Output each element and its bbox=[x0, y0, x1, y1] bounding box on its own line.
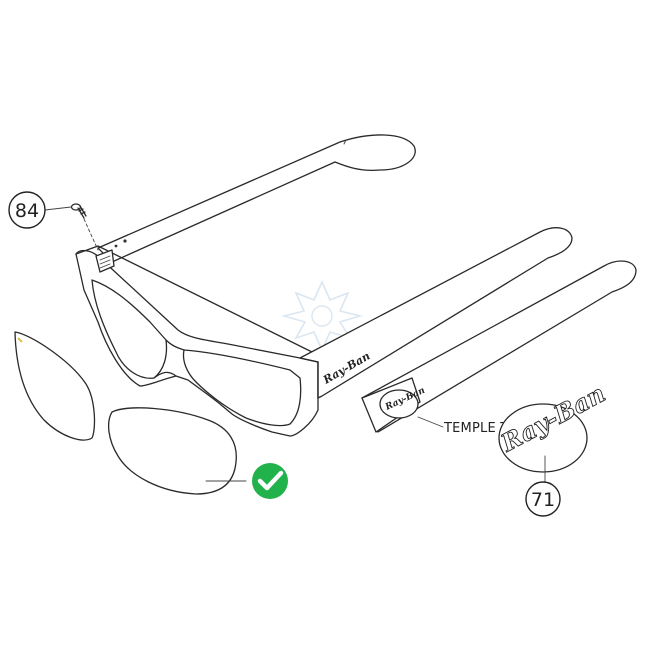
temple-logo-detail: Ray-Ban bbox=[495, 378, 610, 487]
checkmark-circle-icon bbox=[252, 463, 288, 499]
right-lens bbox=[107, 407, 247, 495]
hinge-screw bbox=[70, 203, 99, 251]
temple-trim-leader bbox=[417, 416, 444, 428]
callout-84: 84 bbox=[8, 191, 72, 229]
far-temple-arm bbox=[97, 134, 416, 263]
front-frame bbox=[75, 245, 319, 437]
callout-71: 71 bbox=[525, 481, 561, 517]
callout-71-number: 71 bbox=[531, 489, 555, 511]
left-lens bbox=[14, 331, 96, 441]
exploded-temple-arm: Ray-Ban bbox=[361, 260, 637, 433]
callout-84-number: 84 bbox=[15, 200, 39, 222]
